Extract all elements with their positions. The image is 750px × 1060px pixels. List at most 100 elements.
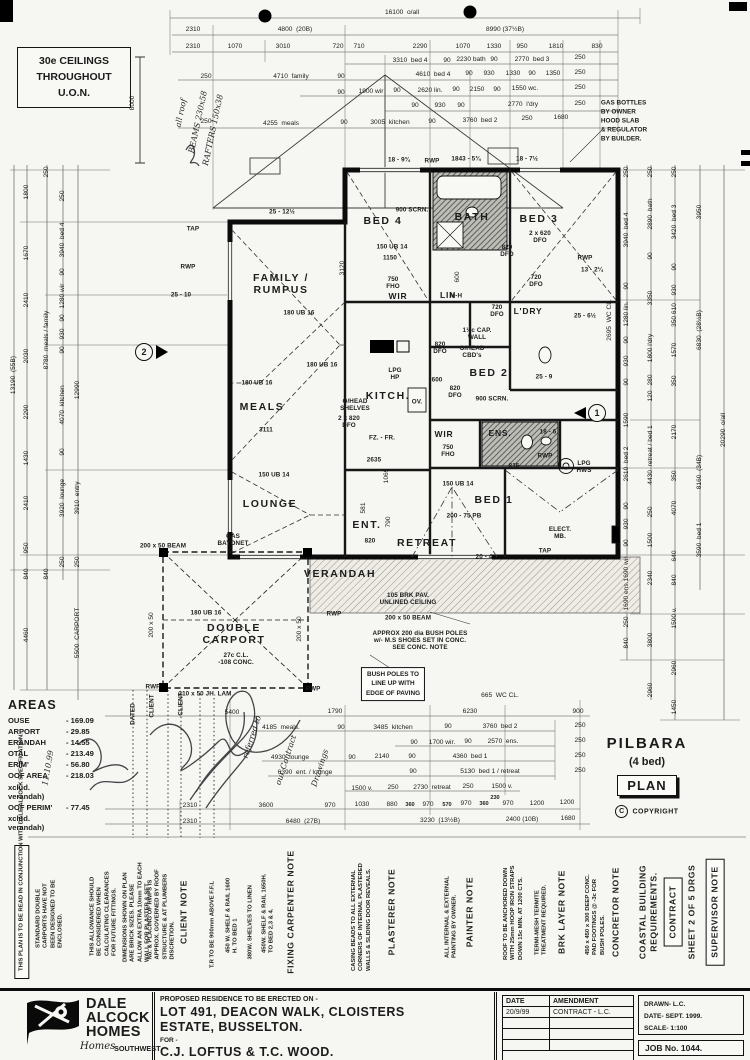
plan-label: 90 [464,738,472,746]
plan-label: 1200 [559,799,575,807]
plan-label: 90 [443,57,451,65]
plan-label: 250 [574,767,586,775]
plan-label: 8000 [129,95,137,111]
room-label: ENS. [488,428,512,439]
drawing-date: DATE- SEPT. 1999. [644,1012,703,1020]
plan-label: 1500 v. [491,783,513,791]
model-name: PILBARA [606,735,688,752]
plan-label: 8780 meals / family [43,310,51,370]
plan-label: 1680 [560,815,576,823]
plan-label: 2770 l'dry [507,101,539,109]
site-address-line1: LOT 491, DEACON WALK, CLOISTERS [160,1005,405,1019]
plan-label: 90 [623,502,631,510]
plan-label: 90 [410,739,418,747]
plan-label: 250 [574,84,586,92]
plan-label: 3760 bed 2 [482,723,518,731]
plan-label: GAS BAYONET [217,532,249,547]
plan-label: 1350 [545,70,561,78]
plan-label: 2310 [182,818,198,826]
plan-label: 950 [516,43,528,51]
plan-label: 90 [623,282,631,290]
plan-label: 1680 [553,114,569,122]
areas-row: ERIM'- 56.80 [8,760,90,770]
plan-label: 1690 ens. [623,581,631,611]
hws-unit [558,458,574,474]
trade-note: BRK LAYER NOTE [556,869,567,955]
plan-label: 830 [591,43,603,51]
dimension-lines-top [170,17,640,129]
project-description: PROPOSED RESIDENCE TO BE ERECTED ON - LO… [160,995,490,1060]
trade-note: 450 x 450 x 300 DEEP CONC. PAD FOOTINGS … [584,874,606,955]
plan-label: RWP [305,685,321,693]
plan-label: 2310 [182,802,198,810]
plan-label: APPROX 200 dia BUSH POLES w/- M.S SHOES … [372,630,468,652]
plan-label: 1500 v. [671,607,679,629]
plan-label: RWP [424,157,440,165]
plan-label: RWP [180,263,196,271]
plan-label: 250 [647,506,655,518]
plan-label: 90 [493,86,501,94]
trade-note: ROOF TO BE ANCHORED DOWN WITH 25mm HOOP … [502,865,524,960]
room-label: ENT. [352,518,382,531]
plan-label: 1½c CAP. WALL [462,326,492,341]
plan-label: TAP [186,225,200,233]
drawing-info-box: DRAWN- L.C. DATE- SEPT. 1999. SCALE- 1:1… [638,995,744,1035]
plan-label: 150 UB 14 [258,471,290,479]
plan-label: 840 [671,574,679,586]
plan-label: 250 [387,784,399,792]
company-name: DALE ALCOCK HOMES [86,996,150,1040]
areas-row: OTAL- 213.49 [8,749,94,759]
plan-label: 570 [442,801,452,808]
room-label: KITCH. [365,389,411,402]
plan-label: 820 DFO [433,340,447,355]
plan-label: 2340 [647,570,655,586]
plan-label: 180 UB 16 [190,609,222,617]
plan-label: 3590 bed 1 [696,522,704,558]
trade-note: CASING BEADS TO ALL EXTERNAL CORNERS OF … [350,863,372,971]
plan-label: 3120 [339,260,347,276]
plan-label: 2 x 820 DFO [338,414,360,429]
room-label: L'DRY [513,306,543,317]
plan-label: 1700 wir. [428,739,456,747]
copyright-icon: C [615,805,629,818]
trade-note: CONTRACT [663,877,683,947]
plan-label: 250 [574,737,586,745]
trade-note: COASTAL BUILDING REQUIREMENTS. [637,864,658,960]
amendment-row [503,1029,633,1040]
plan-label: 8160 (34B) [696,454,704,490]
plan-label: 6830 (28½B) [696,310,704,350]
plan-label: 2 x 620 DFO [529,229,551,244]
plan-label: 2290 [23,404,31,420]
plan-stamp: PLAN [617,775,677,796]
room-label: WIR [388,291,408,302]
room-label: LIN [439,290,457,301]
plan-label: 950 [23,542,31,554]
plan-label: O/HEAD SHELVES [340,397,370,412]
plan-label: 4460 [23,627,31,643]
title-block: DALE ALCOCK HOMES Homes. SOUTHWEST PROPO… [0,988,750,1060]
plan-label: 1280 lin. [623,301,631,327]
plan-label: 90 [59,314,67,322]
ensuite-basin [540,436,552,446]
amend-desc-header: AMENDMENT [553,997,599,1005]
bath-tub [436,175,502,200]
trade-note: THIS PLAN IS TO BE READ IN CONJUNCTION W… [14,733,30,979]
amend-date-header: DATE [503,996,550,1006]
plan-label: 900 [572,708,584,716]
plan-label: 200 - 75 PB [446,512,482,520]
plan-label: 250 [623,616,631,628]
plan-label: 16100 o/all [384,9,420,17]
titleblock-divider [494,992,497,1060]
plan-label: 200 x 50 BEAM [384,614,432,622]
plan-label: 1500 [647,532,655,548]
plan-label: 4185 meals. [262,724,300,732]
plan-label: 180 UB 16 [241,379,273,387]
drawing-scale: SCALE- 1:100 [644,1024,688,1032]
plan-label: M-H [449,292,463,300]
plan-label: O/HEAD CBD's [459,344,485,359]
plan-label: 1810 [548,43,564,51]
section-marker: 1 [588,404,606,422]
kitchen-sink [370,340,394,353]
